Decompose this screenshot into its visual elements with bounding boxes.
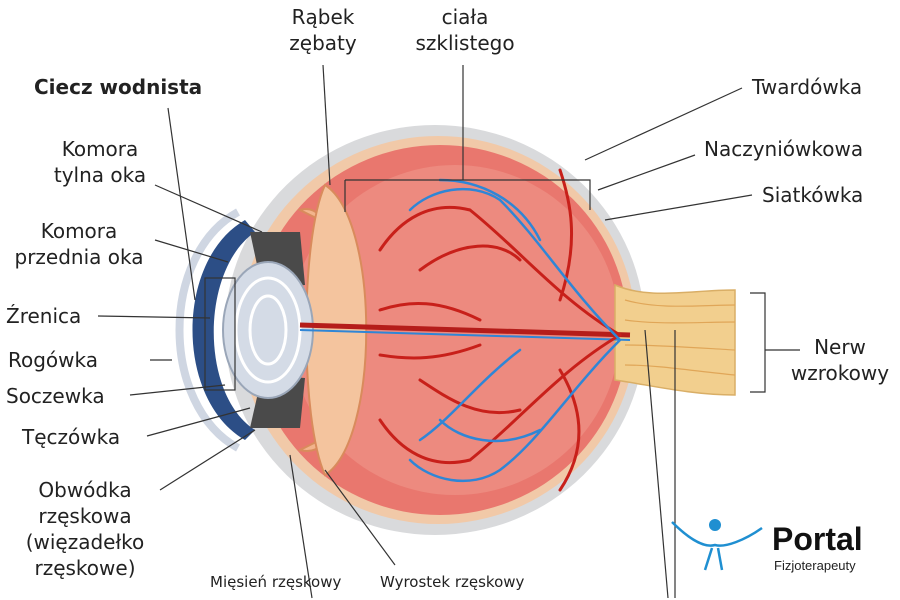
portal-logo-figure [671,519,763,571]
label-rabek: Rąbek zębaty [282,4,364,56]
vessels-blue [408,178,622,483]
label-nerw-line-2: wzrokowy [790,361,890,385]
lens-ring-2 [248,294,288,366]
label-wyrostek-rzeskowy: Wyrostek rzęskowy [380,573,525,591]
label-komora-przednia: Komora przednia oka [4,218,154,270]
central-vessel-blue [299,329,631,341]
label-cialo-szkliste: ciała szklistego [405,4,525,56]
ora-serrata [305,183,368,477]
label-rabek-line-2: zębaty [289,31,357,55]
label-miesien-rzeskowy: Mięsień rzęskowy [210,573,342,591]
label-obwodka-line-3: (więzadełko [25,530,145,554]
label-rabek-line-1: Rąbek [291,5,355,29]
vessels-red [378,168,622,492]
label-zrenica: Źrenica [6,304,82,328]
label-komora-tylna-line-2: tylna oka [53,163,147,187]
label-nerw-line-1: Nerw [814,335,866,359]
label-obwodka: Obwódka rzęskowa (więzadełko rzęskowe) [10,477,160,581]
label-komora-przednia-line-2: przednia oka [14,245,144,269]
label-siatkowka: Siatkówka [762,183,864,207]
leader-lines [97,64,800,599]
label-rogowka: Rogówka [8,348,99,372]
optic-nerve-fibers [624,299,736,376]
label-komora-przednia-line-1: Komora [40,219,118,243]
portal-logo-subtitle: Fizjoterapeuty [774,558,856,573]
label-soczewka: Soczewka [6,384,105,408]
label-cialo-line-1: ciała [441,5,489,29]
portal-logo-title: Portal [772,521,863,557]
label-nerw-wzrokowy: Nerw wzrokowy [782,334,898,386]
label-obwodka-line-4: rzęskowe) [34,556,136,580]
central-vessel [299,322,631,338]
label-ciecz-wodnista: Ciecz wodnista [34,75,203,99]
label-twardowka: Twardówka [752,75,863,99]
label-cialo-line-2: szklistego [415,31,515,55]
label-obwodka-line-2: rzęskowa [38,504,132,528]
label-komora-tylna-line-1: Komora [61,137,139,161]
cornea-outer [175,208,240,452]
label-naczyniowkowa: Naczyniówkowa [704,137,864,161]
cornea [192,220,255,440]
label-komora-tylna: Komora tylna oka [40,136,160,188]
label-obwodka-line-1: Obwódka [38,478,132,502]
label-teczowka: Tęczówka [22,425,121,449]
